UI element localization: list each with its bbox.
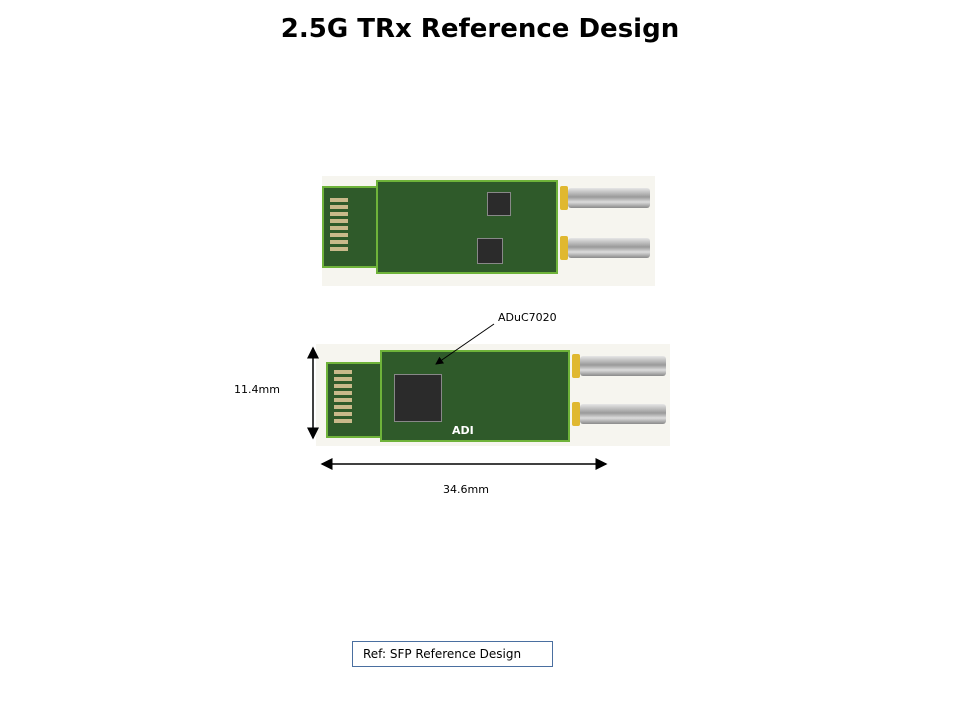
aduc7020-chip bbox=[394, 374, 442, 422]
adi-logo: ADI bbox=[452, 424, 474, 437]
chip-callout-arrow bbox=[435, 323, 495, 365]
board-photo-top bbox=[322, 176, 655, 286]
reference-box: Ref: SFP Reference Design bbox=[352, 641, 553, 667]
chip-label: ADuC7020 bbox=[498, 311, 557, 324]
height-label: 11.4mm bbox=[234, 383, 280, 396]
slide-title: 2.5G TRx Reference Design bbox=[280, 14, 680, 44]
width-label: 34.6mm bbox=[443, 483, 489, 496]
board-photo-bottom: ADI bbox=[316, 344, 670, 446]
